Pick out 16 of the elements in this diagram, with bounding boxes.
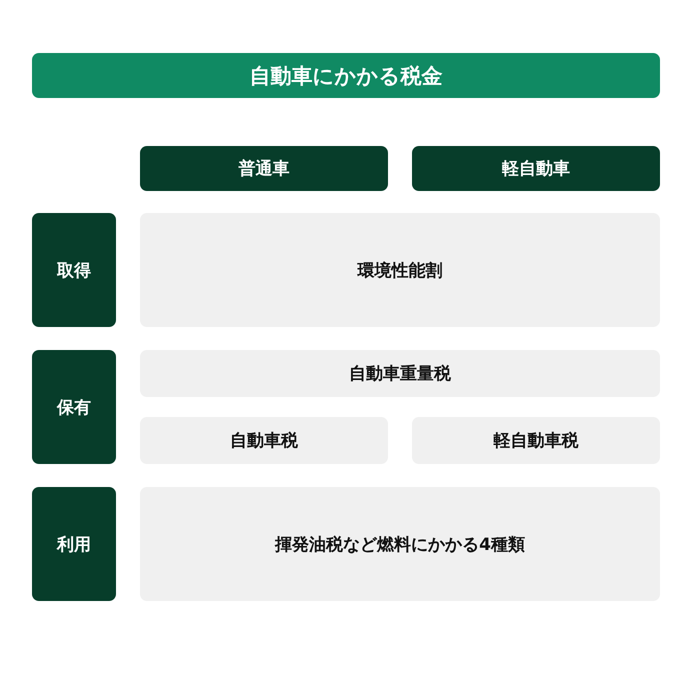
header-text: 軽自動車: [502, 158, 570, 180]
row-header-background: [32, 350, 116, 464]
header-text: 普通車: [238, 158, 290, 180]
title-banner: 自動車にかかる税金: [32, 53, 660, 98]
tax-name: 軽自動車税: [494, 430, 578, 452]
header-text: 利用: [57, 534, 91, 556]
row-header-background: [32, 487, 116, 601]
tax-name: 自動車重量税: [349, 363, 451, 385]
tax-name: 環境性能割: [358, 260, 442, 282]
tax-name: 揮発油税など燃料にかかる4種類: [275, 534, 525, 556]
row-header-background: [32, 213, 116, 327]
header-text: 保有: [57, 396, 91, 418]
header-text: 取得: [57, 260, 91, 282]
tax-name: 自動車税: [230, 430, 298, 452]
column-header-background: [140, 146, 388, 191]
column-header-background: [412, 146, 660, 191]
